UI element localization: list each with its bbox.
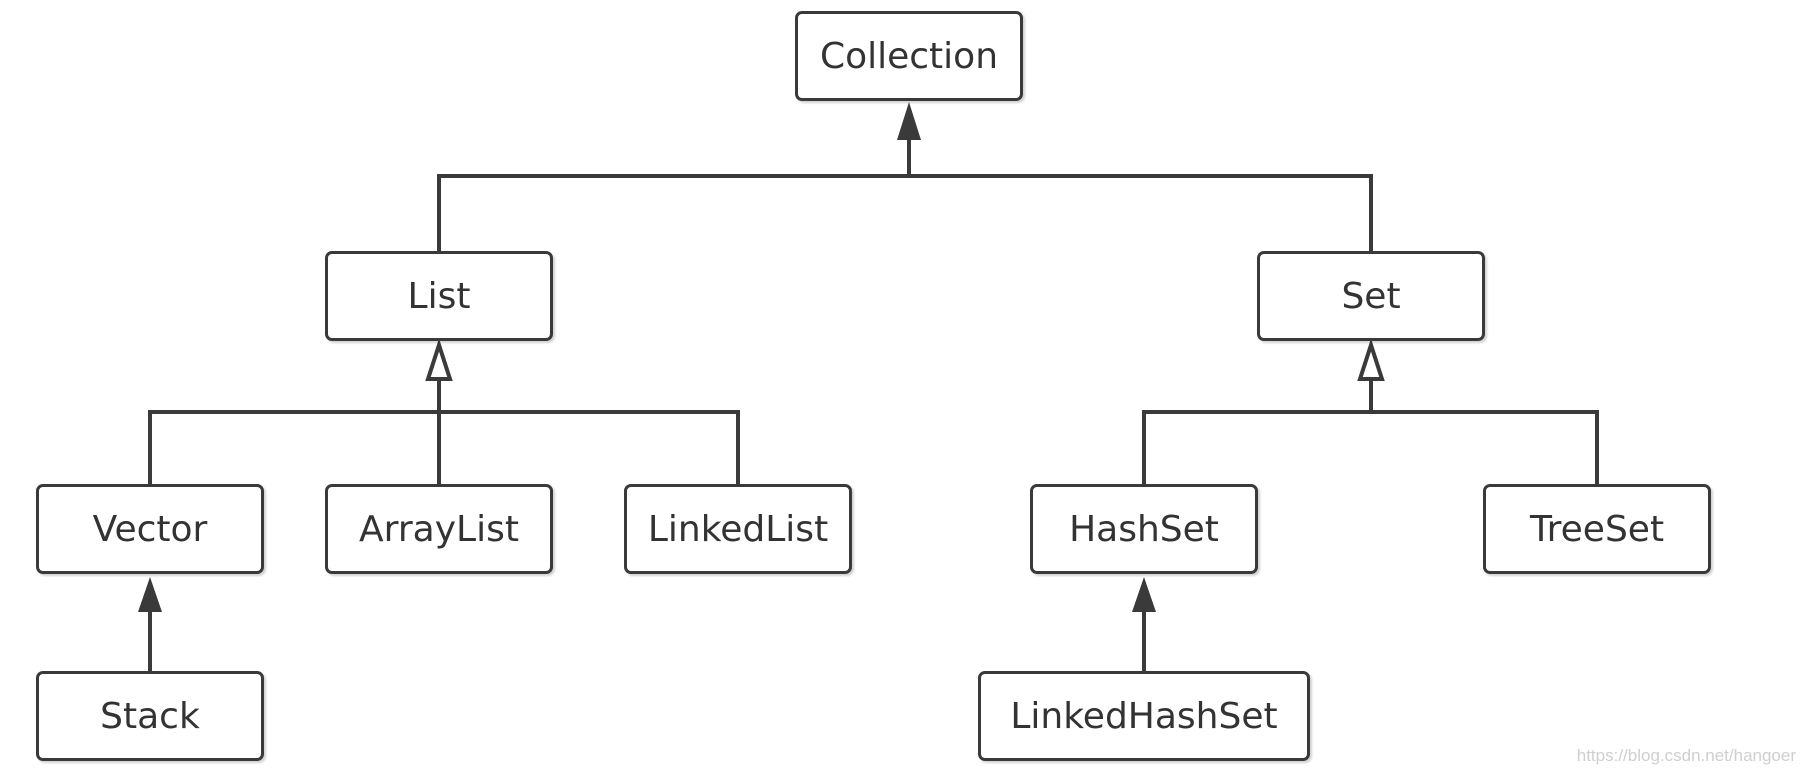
node-stack: Stack <box>36 671 264 761</box>
node-treeset: TreeSet <box>1483 484 1711 574</box>
node-linkedlist: LinkedList <box>624 484 852 574</box>
node-collection: Collection <box>795 11 1023 101</box>
node-list: List <box>325 251 553 341</box>
filled-arrowhead-icon <box>138 577 162 612</box>
hollow-arrowhead-icon <box>1357 338 1385 381</box>
node-vector: Vector <box>36 484 264 574</box>
filled-arrowhead-icon <box>897 102 921 140</box>
watermark: https://blog.csdn.net/hangoer <box>1576 746 1796 765</box>
node-linkedhashset: LinkedHashSet <box>978 671 1310 761</box>
hollow-arrowhead-icon <box>425 338 453 381</box>
connector-list-children <box>148 410 740 484</box>
node-hashset: HashSet <box>1030 484 1258 574</box>
filled-arrowhead-icon <box>1132 577 1156 612</box>
node-arraylist: ArrayList <box>325 484 553 574</box>
connector-set-children <box>1142 410 1599 484</box>
connector-list-to-collection <box>437 174 1373 251</box>
node-set: Set <box>1257 251 1485 341</box>
